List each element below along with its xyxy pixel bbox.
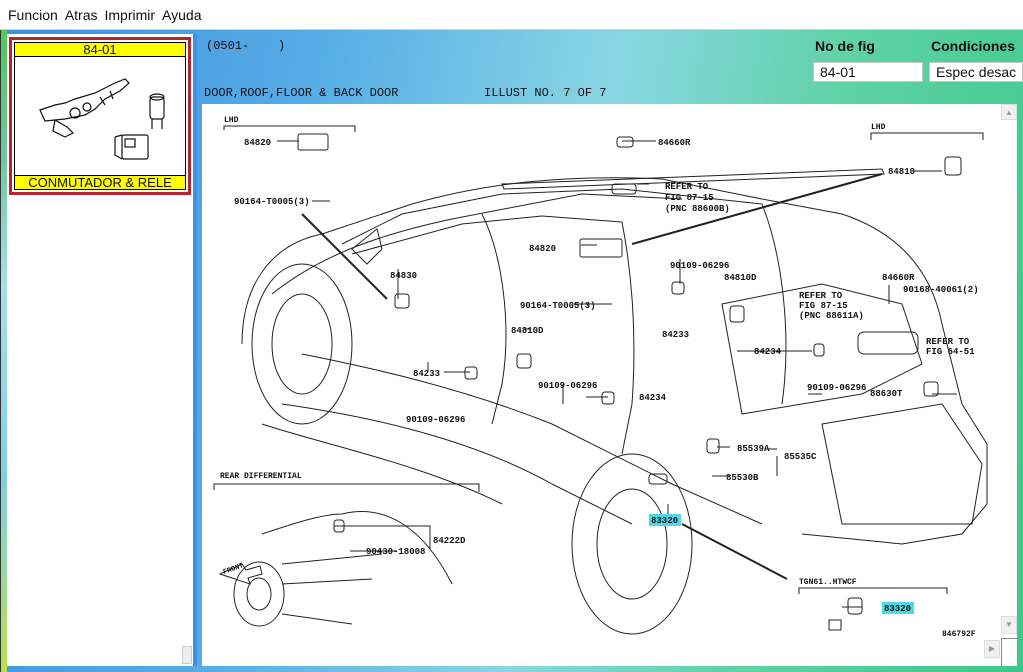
menu-atras[interactable]: Atras	[64, 6, 98, 23]
part-88630t[interactable]: 88630T	[870, 389, 903, 399]
refer-3-line1: REFER TO	[926, 337, 970, 347]
part-84810d-a[interactable]: 84810D	[724, 273, 757, 283]
menu-imprimir[interactable]: Imprimir	[104, 6, 156, 23]
period-text: (0501- )	[206, 39, 286, 53]
refer-2-line1: REFER TO	[799, 291, 843, 301]
part-84820-b[interactable]: 84820	[529, 244, 556, 254]
conditions-dropdown[interactable]: Espec desac	[929, 62, 1023, 82]
refer-2-line3: (PNC 88611A)	[799, 311, 864, 321]
menu-funcion[interactable]: Funcion	[8, 6, 58, 23]
part-84830[interactable]: 84830	[390, 271, 417, 281]
fig-no-input[interactable]: 84-01	[813, 62, 923, 82]
label-lhd-right: LHD	[871, 123, 886, 132]
part-85530b[interactable]: 85530B	[726, 473, 759, 483]
label-lhd-left: LHD	[224, 116, 239, 125]
section-title: DOOR,ROOF,FLOOR & BACK DOOR	[204, 86, 399, 100]
part-90168[interactable]: 90168-40061(2)	[903, 285, 979, 295]
illust-number: ILLUST NO. 7 OF 7	[484, 86, 607, 100]
scroll-right-button[interactable]: ▶	[984, 640, 1000, 658]
part-84660r[interactable]: 84660R	[882, 273, 915, 283]
part-90164-a[interactable]: 90164-T0005(3)	[234, 197, 310, 207]
scroll-corner	[1001, 638, 1017, 666]
refer-1-line1: REFER TO	[665, 182, 709, 192]
menu-ayuda[interactable]: Ayuda	[162, 6, 202, 23]
part-90109-b[interactable]: 90109-06296	[406, 415, 465, 425]
part-84660r-top[interactable]: 84660R	[658, 138, 691, 148]
part-90164-b[interactable]: 90164-T0005(3)	[520, 301, 596, 311]
thumbnail-caption: CONMUTADOR & RELE	[15, 175, 185, 189]
scroll-up-button[interactable]: ▲	[1001, 104, 1017, 120]
part-90109-c[interactable]: 90109-06296	[538, 381, 597, 391]
highlight-83320-a	[649, 514, 681, 526]
part-83320-a[interactable]: 83320	[651, 516, 678, 526]
refer-1-line2[interactable]: FIG 87-15	[665, 193, 714, 203]
label-tgn: TGN61..HTWCF	[799, 578, 857, 587]
thumbnail-fig-no: 84-01	[15, 43, 185, 57]
conditions-label: Condiciones	[931, 38, 1016, 54]
illustration-ref-code: 846792F	[942, 630, 976, 639]
refer-3-line2[interactable]: FIG 64-51	[926, 347, 975, 357]
illustration-viewer[interactable]: LHD LHD REAR DIFFERENTIAL TGN61..HTWCF 8…	[202, 104, 1017, 666]
part-84233-a[interactable]: 84233	[662, 330, 689, 340]
left-edge-strip	[0, 30, 7, 672]
part-84810d-b[interactable]: 84810D	[511, 326, 544, 336]
figure-thumbnail[interactable]: 84-01 CONMUTADOR & RELE	[9, 37, 191, 195]
part-90109-a[interactable]: 90109-06296	[670, 261, 729, 271]
fig-no-label: No de fig	[815, 38, 875, 54]
front-arrow-label: FRONT	[222, 562, 244, 577]
sidebar-scroll-button[interactable]	[182, 646, 192, 664]
thumbnail-frame: 84-01 CONMUTADOR & RELE	[14, 42, 186, 190]
parts-illustration: LHD LHD REAR DIFFERENTIAL TGN61..HTWCF 8…	[213, 116, 988, 639]
switch-relay-thumbnail-image	[39, 78, 165, 160]
part-85539a[interactable]: 85539A	[737, 444, 770, 454]
part-84222d[interactable]: 84222D	[433, 536, 466, 546]
part-84820-a[interactable]: 84820	[244, 138, 271, 148]
part-90430[interactable]: 90430-18008	[366, 547, 425, 557]
refer-2-line2[interactable]: FIG 87-15	[799, 301, 848, 311]
menu-bar: Funcion Atras Imprimir Ayuda	[0, 0, 1023, 30]
part-84234-a[interactable]: 84234	[639, 393, 667, 403]
part-84233-b[interactable]: 84233	[413, 369, 440, 379]
part-90109-d[interactable]: 90109-06296	[807, 383, 866, 393]
figure-sidebar: 84-01 CONMUTADOR & RELE	[7, 34, 197, 666]
refer-1-line3: (PNC 88600B)	[665, 204, 730, 214]
highlight-83320-b	[882, 602, 914, 614]
label-rear-differential: REAR DIFFERENTIAL	[220, 472, 302, 481]
part-84810[interactable]: 84810	[888, 167, 915, 177]
part-84234-b[interactable]: 84234	[754, 347, 782, 357]
scroll-down-button[interactable]: ▼	[1001, 616, 1017, 634]
part-83320-b[interactable]: 83320	[884, 604, 911, 614]
part-85535c[interactable]: 85535C	[784, 452, 817, 462]
